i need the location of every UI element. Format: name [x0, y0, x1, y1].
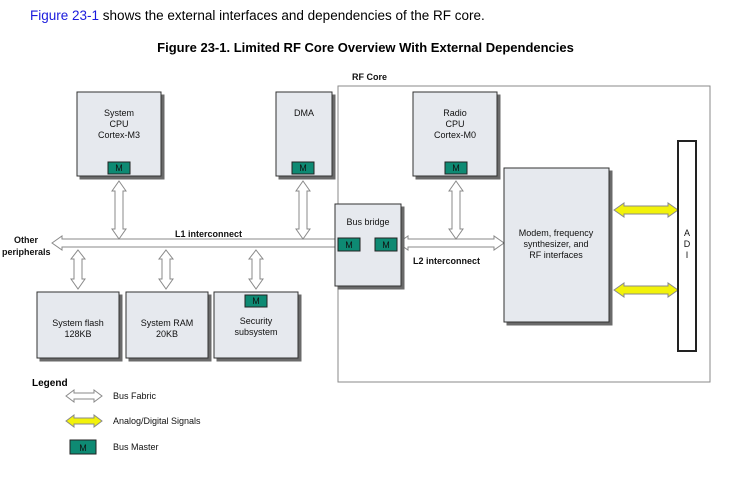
legend-analog-swatch	[65, 414, 103, 428]
bus-bridge-master-right	[374, 237, 398, 252]
modem-block: Modem, frequency synthesizer, and RF int…	[503, 167, 610, 323]
legend-bus-master-swatch	[69, 439, 97, 455]
system-ram-line2: 20KB	[156, 329, 178, 339]
security-master-label: M	[252, 296, 260, 306]
dma-label: DMA	[294, 108, 314, 118]
bus-fabric-arrows	[51, 180, 505, 290]
security-bus-link	[247, 249, 265, 290]
figure-link[interactable]: Figure 23-1	[30, 8, 100, 23]
intro-text: Figure 23-1 shows the external interface…	[30, 8, 485, 23]
system-cpu-line3: Cortex-M3	[98, 130, 140, 140]
system-ram-line1: System RAM	[141, 318, 194, 328]
adi-letter-d: D	[684, 239, 691, 249]
signal-arrow-lower	[613, 282, 679, 298]
modem-line3: RF interfaces	[529, 250, 583, 260]
bus-bridge-block: Bus bridge M M	[334, 203, 402, 287]
adi-letter-i: I	[686, 250, 689, 260]
legend-bus-fabric-swatch	[65, 389, 103, 403]
legend-bus-master-label: Bus Master	[113, 442, 159, 452]
system-flash-block: System flash 128KB	[36, 291, 120, 359]
legend-bus-master-marker: M	[79, 443, 87, 453]
system-flash-line1: System flash	[52, 318, 104, 328]
analog-digital-arrows	[613, 202, 679, 298]
adi-block: A D I	[677, 140, 697, 352]
system-flash-line2: 128KB	[64, 329, 91, 339]
intro-rest: shows the external interfaces and depend…	[99, 8, 485, 23]
bus-bridge-master-right-label: M	[382, 240, 390, 250]
security-line1: Security	[240, 316, 273, 326]
adi-letter-a: A	[684, 228, 690, 238]
legend-title: Legend	[32, 378, 68, 389]
security-master	[244, 294, 268, 308]
other-peripherals-line2: peripherals	[2, 247, 51, 257]
system-cpu-master-label: M	[115, 163, 123, 173]
bus-bridge-label: Bus bridge	[346, 217, 389, 227]
dma-bus-link	[295, 180, 311, 240]
dma-block: DMA M	[275, 91, 333, 177]
radio-cpu-line3: Cortex-M0	[434, 130, 476, 140]
radio-cpu-block: Radio CPU Cortex-M0 M	[412, 91, 498, 177]
cpu-bus-link	[111, 180, 127, 240]
bus-bridge-master-left-label: M	[345, 240, 353, 250]
l2-bus	[397, 235, 505, 251]
legend-bus-fabric-label: Bus Fabric	[113, 391, 157, 401]
bus-bridge-master-left	[337, 237, 361, 252]
radio-cpu-master	[444, 161, 468, 175]
modem-line2: synthesizer, and	[523, 239, 588, 249]
legend-analog-label: Analog/Digital Signals	[113, 416, 201, 426]
l1-interconnect-label: L1 interconnect	[175, 229, 242, 239]
other-peripherals-line1: Other	[14, 235, 39, 245]
radio-cpu-bus-link	[448, 180, 464, 240]
signal-arrow-upper	[613, 202, 679, 218]
rf-core-label: RF Core	[352, 72, 387, 82]
figure-title: Figure 23-1. Limited RF Core Overview Wi…	[157, 40, 574, 55]
ram-bus-link	[157, 249, 175, 290]
dma-master-label: M	[299, 163, 307, 173]
system-cpu-line1: System	[104, 108, 134, 118]
system-cpu-master	[107, 161, 131, 175]
radio-cpu-line1: Radio	[443, 108, 467, 118]
security-subsystem-block: M Security subsystem	[213, 291, 299, 359]
system-ram-block: System RAM 20KB	[125, 291, 209, 359]
flash-bus-link	[69, 249, 87, 290]
legend: Bus Fabric Analog/Digital Signals M Bus …	[65, 389, 201, 455]
dma-master	[291, 161, 315, 175]
modem-line1: Modem, frequency	[519, 228, 594, 238]
l2-interconnect-label: L2 interconnect	[413, 256, 480, 266]
radio-cpu-line2: CPU	[445, 119, 464, 129]
radio-cpu-master-label: M	[452, 163, 460, 173]
system-cpu-line2: CPU	[109, 119, 128, 129]
system-cpu-block: System CPU Cortex-M3 M	[76, 91, 162, 177]
security-line2: subsystem	[234, 327, 277, 337]
